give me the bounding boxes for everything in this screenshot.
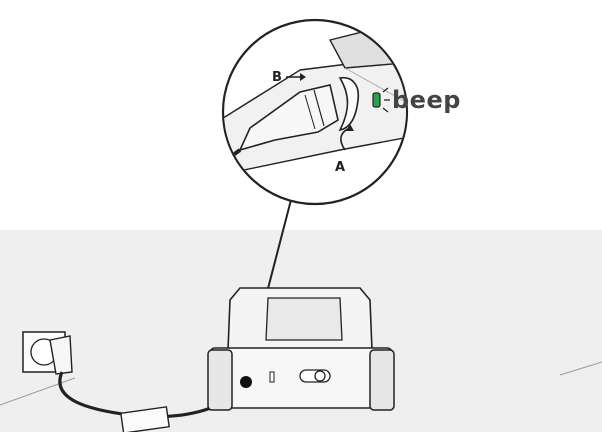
led-indicator xyxy=(372,92,381,108)
label-a: A xyxy=(335,160,346,175)
zoom-socket xyxy=(338,76,360,132)
power-adapter xyxy=(120,406,170,432)
pool-robot xyxy=(207,287,395,411)
zoom-housing-top xyxy=(328,21,406,69)
floor-line xyxy=(0,377,76,406)
robot-wheel-left xyxy=(207,349,233,411)
robot-power-port xyxy=(240,376,252,388)
label-beep: beep xyxy=(392,86,461,114)
wall-outlet xyxy=(22,331,73,375)
robot-wheel-right xyxy=(369,349,395,411)
floor-line-right xyxy=(559,361,602,376)
label-b: B xyxy=(272,70,282,85)
